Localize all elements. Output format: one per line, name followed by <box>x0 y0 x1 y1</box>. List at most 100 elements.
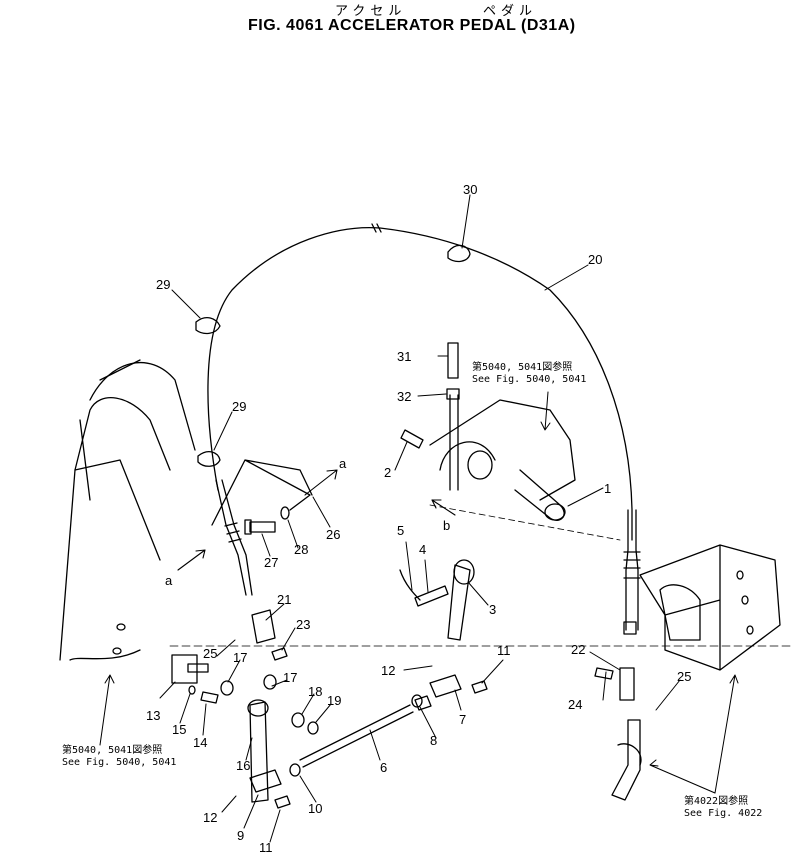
view-arrow-b <box>431 499 456 516</box>
callout-28: 28 <box>294 542 308 557</box>
pedal-lever <box>611 719 641 801</box>
lever-3 <box>447 564 471 641</box>
callout-1: 1 <box>604 481 611 496</box>
callout-15: 15 <box>172 722 186 737</box>
cable-break-mark <box>371 223 382 233</box>
ref-note-top: 第5040, 5041図参照 See Fig. 5040, 5041 <box>472 362 586 386</box>
callout-17-right: 17 <box>283 670 297 685</box>
cable-end-left <box>215 479 253 596</box>
callout-6: 6 <box>380 760 387 775</box>
callout-9: 9 <box>237 828 244 843</box>
lever-assembly-1 <box>429 399 576 521</box>
nut-19 <box>307 721 319 735</box>
callout-21: 21 <box>277 592 291 607</box>
view-letter-a-lower: a <box>165 573 173 588</box>
callout-25-right: 25 <box>677 669 691 684</box>
washer-18 <box>291 712 305 728</box>
pivot-rod <box>449 394 459 491</box>
callout-4: 4 <box>419 542 426 557</box>
bolt-11-upper <box>471 680 488 694</box>
callout-7: 7 <box>459 712 466 727</box>
frame-panel <box>59 361 196 661</box>
stud-25 <box>187 663 209 673</box>
bolt-14 <box>200 691 219 704</box>
view-letter-a-upper: a <box>339 456 347 471</box>
ref-arrow-top <box>540 391 551 431</box>
clamp-29-upper <box>195 316 221 335</box>
callout-22: 22 <box>571 642 585 657</box>
leader-lines <box>159 194 681 843</box>
fitting-2 <box>400 429 424 449</box>
callout-25-left: 25 <box>203 646 217 661</box>
callout-3: 3 <box>489 602 496 617</box>
ref-note-right: 第4022図参照 See Fig. 4022 <box>684 796 762 820</box>
bolt-11-lower <box>274 795 291 809</box>
callout-11-lower: 11 <box>259 840 273 855</box>
callout-29-upper: 29 <box>156 277 170 292</box>
rod-6 <box>299 704 414 768</box>
bushing-17b <box>263 674 277 690</box>
callout-18: 18 <box>308 684 322 699</box>
ref-note-left: 第5040, 5041図参照 See Fig. 5040, 5041 <box>62 745 176 769</box>
callout-2: 2 <box>384 465 391 480</box>
bolt-27 <box>244 519 276 535</box>
callout-11-upper: 11 <box>497 643 511 658</box>
callout-20: 20 <box>588 252 602 267</box>
callout-29-lower: 29 <box>232 399 246 414</box>
bolt-31 <box>447 342 459 379</box>
bolt-24 <box>594 667 614 680</box>
washer-28 <box>280 506 290 520</box>
pedal-bracket-right <box>639 544 781 671</box>
callout-24: 24 <box>568 697 582 712</box>
lever-16 <box>249 701 269 803</box>
accelerator-cable <box>207 226 633 541</box>
ref-arrow-left <box>99 674 115 746</box>
callout-12-upper: 12 <box>381 663 395 678</box>
wire-5 <box>399 569 421 601</box>
callout-16: 16 <box>236 758 250 773</box>
bracket-13 <box>171 654 198 684</box>
callout-17-left: 17 <box>233 650 247 665</box>
washer-15 <box>188 685 196 695</box>
title-kana-pedal: ペダル <box>483 4 538 19</box>
nut-8 <box>411 694 423 708</box>
ref-note-left-jp: 第5040, 5041図参照 <box>62 745 163 756</box>
callout-12-lower: 12 <box>203 810 217 825</box>
callout-30: 30 <box>463 182 477 197</box>
nut-10 <box>289 763 301 777</box>
ref-note-right-jp: 第4022図参照 <box>684 796 749 807</box>
link-21 <box>251 609 276 644</box>
bushing-17a <box>220 680 234 696</box>
joint-7 <box>429 674 462 698</box>
ref-note-top-en: See Fig. 5040, 5041 <box>472 374 587 385</box>
callout-31: 31 <box>397 349 411 364</box>
callout-13: 13 <box>146 708 160 723</box>
bracket-26 <box>211 459 313 526</box>
ref-arrow-right <box>649 674 739 794</box>
nut-32 <box>446 388 460 400</box>
view-arrow-a-upper <box>304 469 338 496</box>
callout-19: 19 <box>327 693 341 708</box>
callout-23: 23 <box>296 617 310 632</box>
ref-note-right-en: See Fig. 4022 <box>684 808 763 819</box>
bolt-23 <box>271 647 288 661</box>
clamp-30 <box>447 244 471 263</box>
clamp-29-lower <box>197 450 221 467</box>
view-arrow-a-lower <box>177 549 206 571</box>
pin-4 <box>414 585 449 607</box>
figure-title: FIG. 4061 ACCELERATOR PEDAL (D31A) <box>248 17 576 34</box>
callout-10: 10 <box>308 801 322 816</box>
callout-14: 14 <box>193 735 207 750</box>
callout-5: 5 <box>397 523 404 538</box>
title-kana-accelerator: アクセル <box>335 4 407 19</box>
view-letter-b: b <box>443 518 450 533</box>
callout-26: 26 <box>326 527 340 542</box>
callout-32: 32 <box>397 389 411 404</box>
callout-8: 8 <box>430 733 437 748</box>
ref-note-top-jp: 第5040, 5041図参照 <box>472 362 573 373</box>
callout-27: 27 <box>264 555 278 570</box>
joint-9 <box>249 769 282 793</box>
joint-22 <box>619 667 635 701</box>
